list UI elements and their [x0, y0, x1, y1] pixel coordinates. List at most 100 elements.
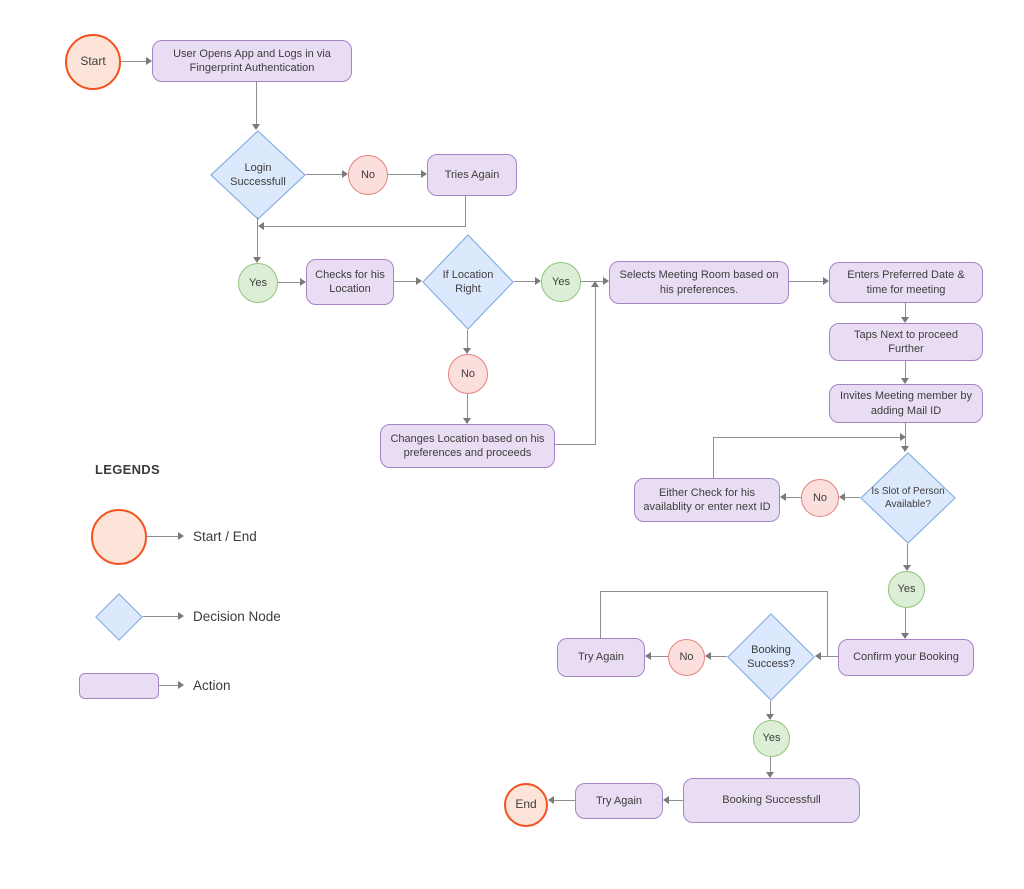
legend-connector	[143, 616, 178, 617]
decision-label: Booking Success?	[747, 643, 795, 670]
action-checks-location: Checks for his Location	[306, 259, 394, 305]
yes-badge-login: Yes	[238, 263, 278, 303]
decision-slot-available: Is Slot of Person Available?	[860, 452, 956, 544]
arrowhead	[178, 612, 184, 620]
connector-slot-yes	[907, 544, 908, 565]
arrowhead	[603, 277, 609, 285]
end-node: End	[504, 783, 548, 827]
arrowhead	[901, 633, 909, 639]
action-open-app: User Opens App and Logs in via Fingerpri…	[152, 40, 352, 82]
diamond-shape	[860, 452, 956, 544]
arrowhead	[705, 652, 711, 660]
arrowhead	[252, 124, 260, 130]
decision-label: If Location Right	[442, 268, 494, 295]
connector-openapp-login	[256, 82, 257, 124]
arrowhead	[766, 772, 774, 778]
arrowhead	[178, 532, 184, 540]
arrowhead	[253, 257, 261, 263]
connector-bookingsuccess-yes	[770, 701, 771, 714]
connector-start-openapp	[121, 61, 146, 62]
legend-heading: LEGENDS	[95, 462, 160, 477]
arrowhead	[146, 57, 152, 65]
arrowhead	[591, 281, 599, 287]
connector-tapsnext-invites	[905, 361, 906, 378]
action-invites-member: Invites Meeting member by adding Mail ID	[829, 384, 983, 423]
connector-location-yes	[514, 281, 535, 282]
arrowhead	[416, 277, 422, 285]
yes-badge-slot: Yes	[888, 571, 925, 608]
arrowhead	[839, 493, 845, 501]
arrowhead	[900, 433, 906, 441]
action-try-again-booking: Try Again	[557, 638, 645, 677]
legend-decision-label: Decision Node	[193, 609, 281, 624]
action-enters-date: Enters Preferred Date & time for meeting	[829, 262, 983, 303]
arrowhead	[901, 378, 909, 384]
legend-action-label: Action	[193, 678, 231, 693]
diamond-shape	[422, 234, 514, 330]
action-selects-room: Selects Meeting Room based on his prefer…	[609, 261, 789, 304]
arrowhead	[463, 348, 471, 354]
connector-selects-entersdate	[789, 281, 823, 282]
connector-triesagain-loop-h	[264, 226, 465, 227]
connector-slot-no	[845, 497, 860, 498]
connector-no-triesagain	[388, 174, 421, 175]
arrowhead	[463, 418, 471, 424]
connector-triesagain-loop-v	[465, 196, 466, 227]
decision-label: Is Slot of Person Available?	[871, 486, 945, 510]
connector-entersdate-tapsnext	[905, 303, 906, 317]
connector-login-yes	[257, 217, 258, 257]
arrowhead	[342, 170, 348, 178]
connector-bookingsuccessful-tryagain	[669, 800, 683, 801]
action-confirm-booking: Confirm your Booking	[838, 639, 974, 676]
connector-no-changeslocation	[467, 394, 468, 418]
legend-decision-shape	[95, 593, 143, 641]
decision-login-successful: Login Successfull	[210, 130, 306, 220]
connector-yes-bookingsuccessful	[770, 757, 771, 772]
connector-tryagain-loop-h	[600, 591, 828, 592]
decision-label: Login Successfull	[230, 161, 286, 188]
arrowhead	[421, 170, 427, 178]
no-badge-location: No	[448, 354, 488, 394]
legend-start-end-shape	[91, 509, 147, 565]
diamond-shape	[727, 613, 815, 701]
decision-booking-success: Booking Success?	[727, 613, 815, 701]
arrowhead	[903, 565, 911, 571]
no-badge-slot: No	[801, 479, 839, 517]
action-booking-successful: Booking Successfull	[683, 778, 860, 823]
legend-connector	[147, 536, 178, 537]
connector-no-eithercheck	[786, 497, 801, 498]
connector-changes-loop-v	[595, 287, 596, 445]
no-badge-booking: No	[668, 639, 705, 676]
arrowhead	[300, 278, 306, 286]
arrowhead	[901, 317, 909, 323]
arrowhead	[823, 277, 829, 285]
connector-eithercheck-loop-h	[713, 437, 900, 438]
no-badge-login: No	[348, 155, 388, 195]
connector-tryagain-loop-v2	[827, 591, 828, 657]
diamond-shape	[210, 130, 306, 220]
arrowhead	[901, 446, 909, 452]
legend-action-shape	[79, 673, 159, 699]
arrowhead	[645, 652, 651, 660]
legend-connector	[159, 685, 178, 686]
arrowhead	[663, 796, 669, 804]
connector-tryagain-loop-v1	[600, 591, 601, 638]
connector-confirm-bookingsuccess	[821, 656, 838, 657]
action-try-again-end: Try Again	[575, 783, 663, 819]
connector-tryagain-end	[554, 800, 575, 801]
connector-yes-confirm	[905, 608, 906, 633]
action-tries-again: Tries Again	[427, 154, 517, 196]
connector-bookingsuccess-no	[711, 656, 727, 657]
connector-login-no	[306, 174, 342, 175]
decision-location-right: If Location Right	[422, 234, 514, 330]
connector-checks-locationright	[394, 281, 416, 282]
connector-changes-loop-h	[555, 444, 596, 445]
yes-badge-location: Yes	[541, 262, 581, 302]
connector-eithercheck-loop-v	[713, 438, 714, 478]
action-taps-next: Taps Next to proceed Further	[829, 323, 983, 361]
start-node: Start	[65, 34, 121, 90]
arrowhead	[766, 714, 774, 720]
arrowhead	[535, 277, 541, 285]
yes-badge-booking: Yes	[753, 720, 790, 757]
